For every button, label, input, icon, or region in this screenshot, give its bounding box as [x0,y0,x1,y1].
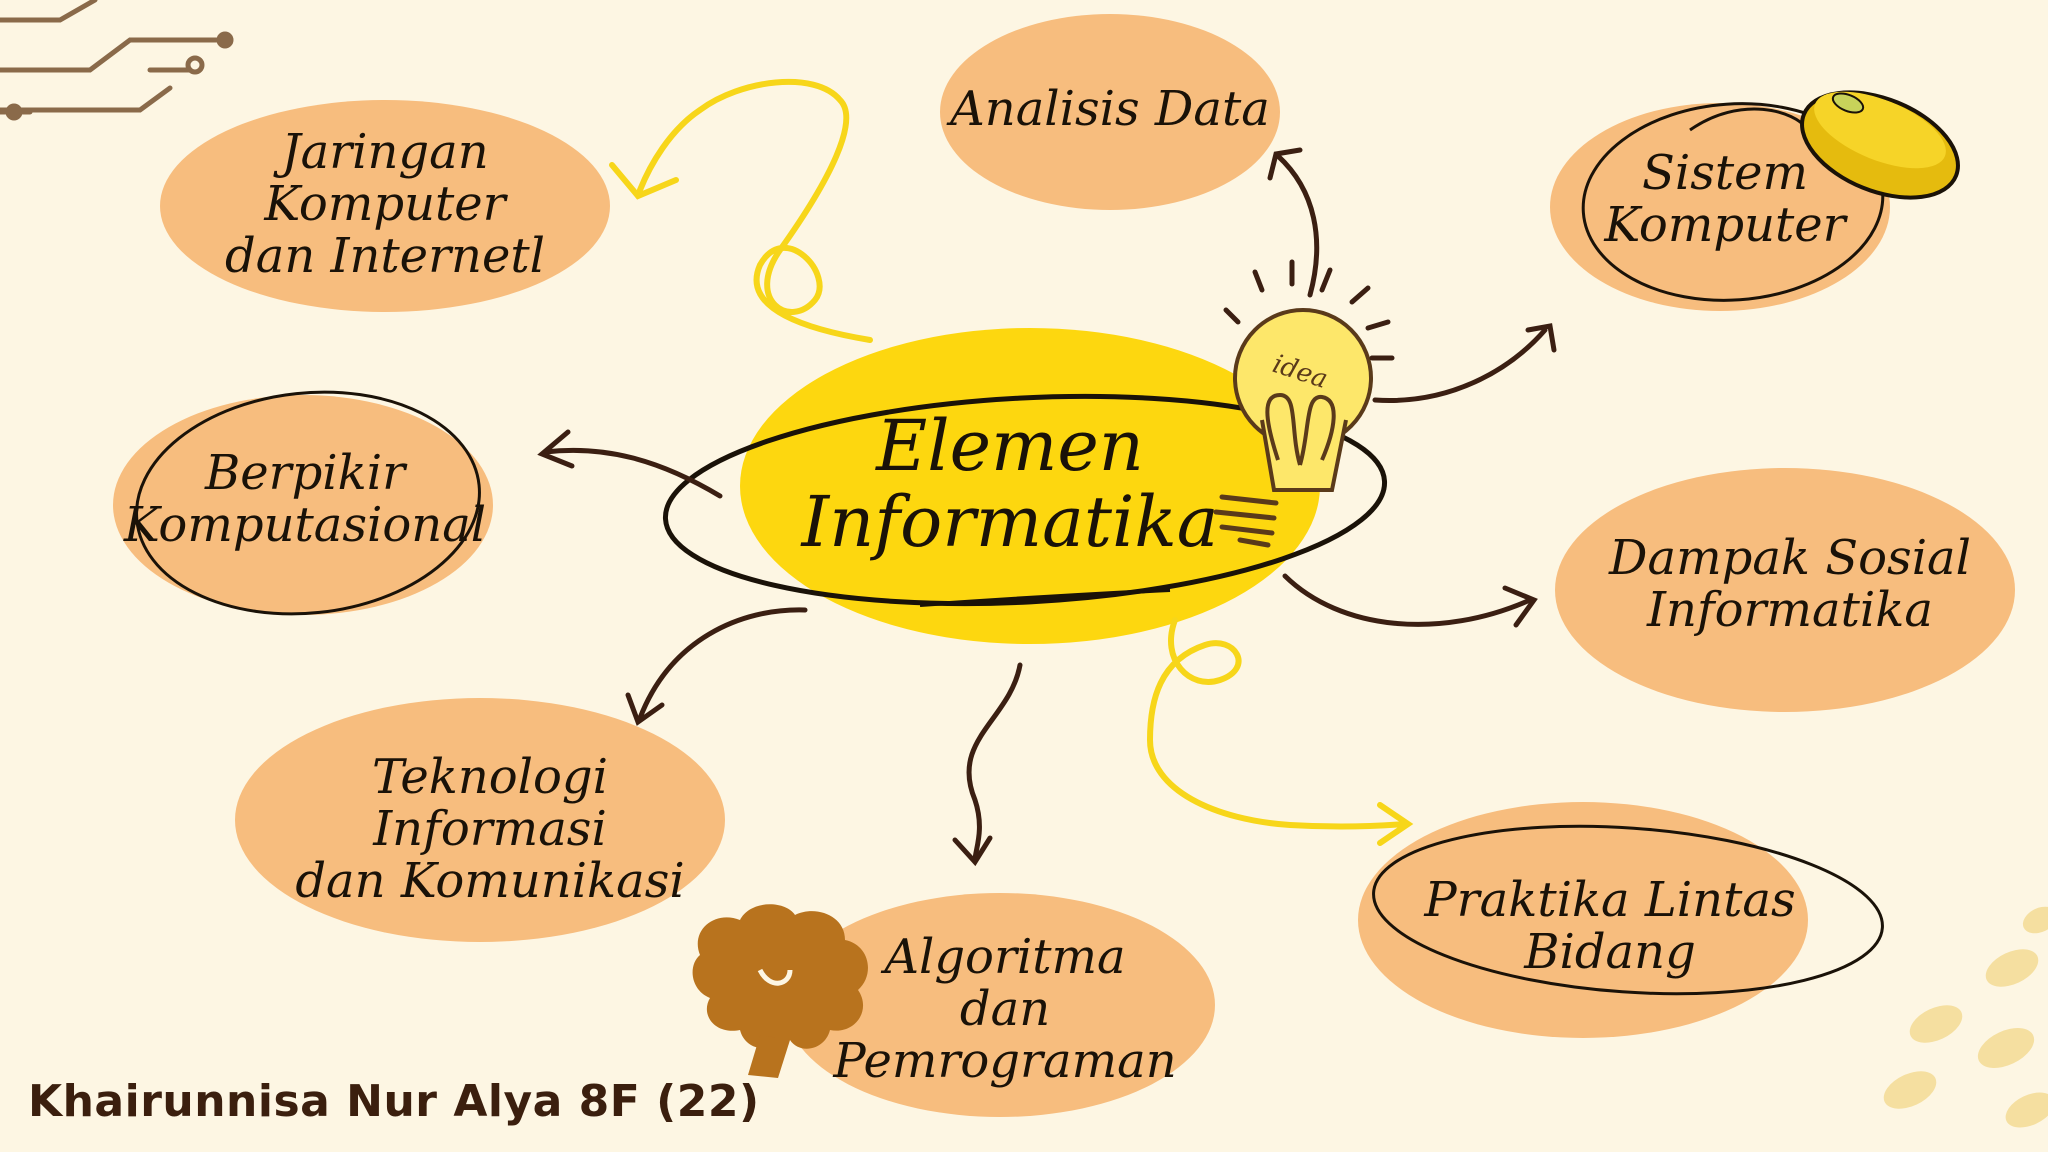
node-dampak-sosial: Dampak Sosial Informatika [1608,530,1972,638]
node-algoritma: Algoritma dan Pemrograman [833,929,1177,1089]
computer-mouse-icon [1689,90,1960,200]
arrow-to-jaringan [637,78,873,343]
circuit-decoration [0,0,234,121]
node-teknologi-informasi: Teknologi Informasi dan Komunikasi [295,749,685,909]
light-bulb-icon [1213,259,1395,548]
dots-decoration [1883,906,2048,1128]
node-jaringan-komputer: Jaringan Komputer dan Internetl [225,124,545,284]
center-title: Elemen Informatika [801,405,1219,563]
node-sistem-komputer: Sistem Komputer [1604,145,1846,253]
center-scribble [662,393,1388,607]
arrow-to-analisis [1275,153,1320,298]
dark-connectors [537,147,1557,867]
node-analisis-data: Analisis Data [950,81,1270,138]
arrow-to-praktika [1146,617,1408,830]
author-credit: Khairunnisa Nur Alya 8F (22) [28,1076,760,1127]
arrow-to-algoritma [966,662,1023,863]
arrow-to-berpikir [542,447,723,499]
arrow-to-dampak [1282,573,1533,627]
node-backgrounds [113,14,2015,1117]
node-berpikir-komputasional: Berpikir Komputasional [123,445,487,553]
brain-icon [692,904,868,1078]
node-praktika: Praktika Lintas Bidang [1424,872,1796,980]
arrow-to-tik [637,607,808,721]
yellow-connectors [609,78,1414,846]
arrow-to-sistem [1372,327,1548,403]
center-blob [740,328,1320,644]
